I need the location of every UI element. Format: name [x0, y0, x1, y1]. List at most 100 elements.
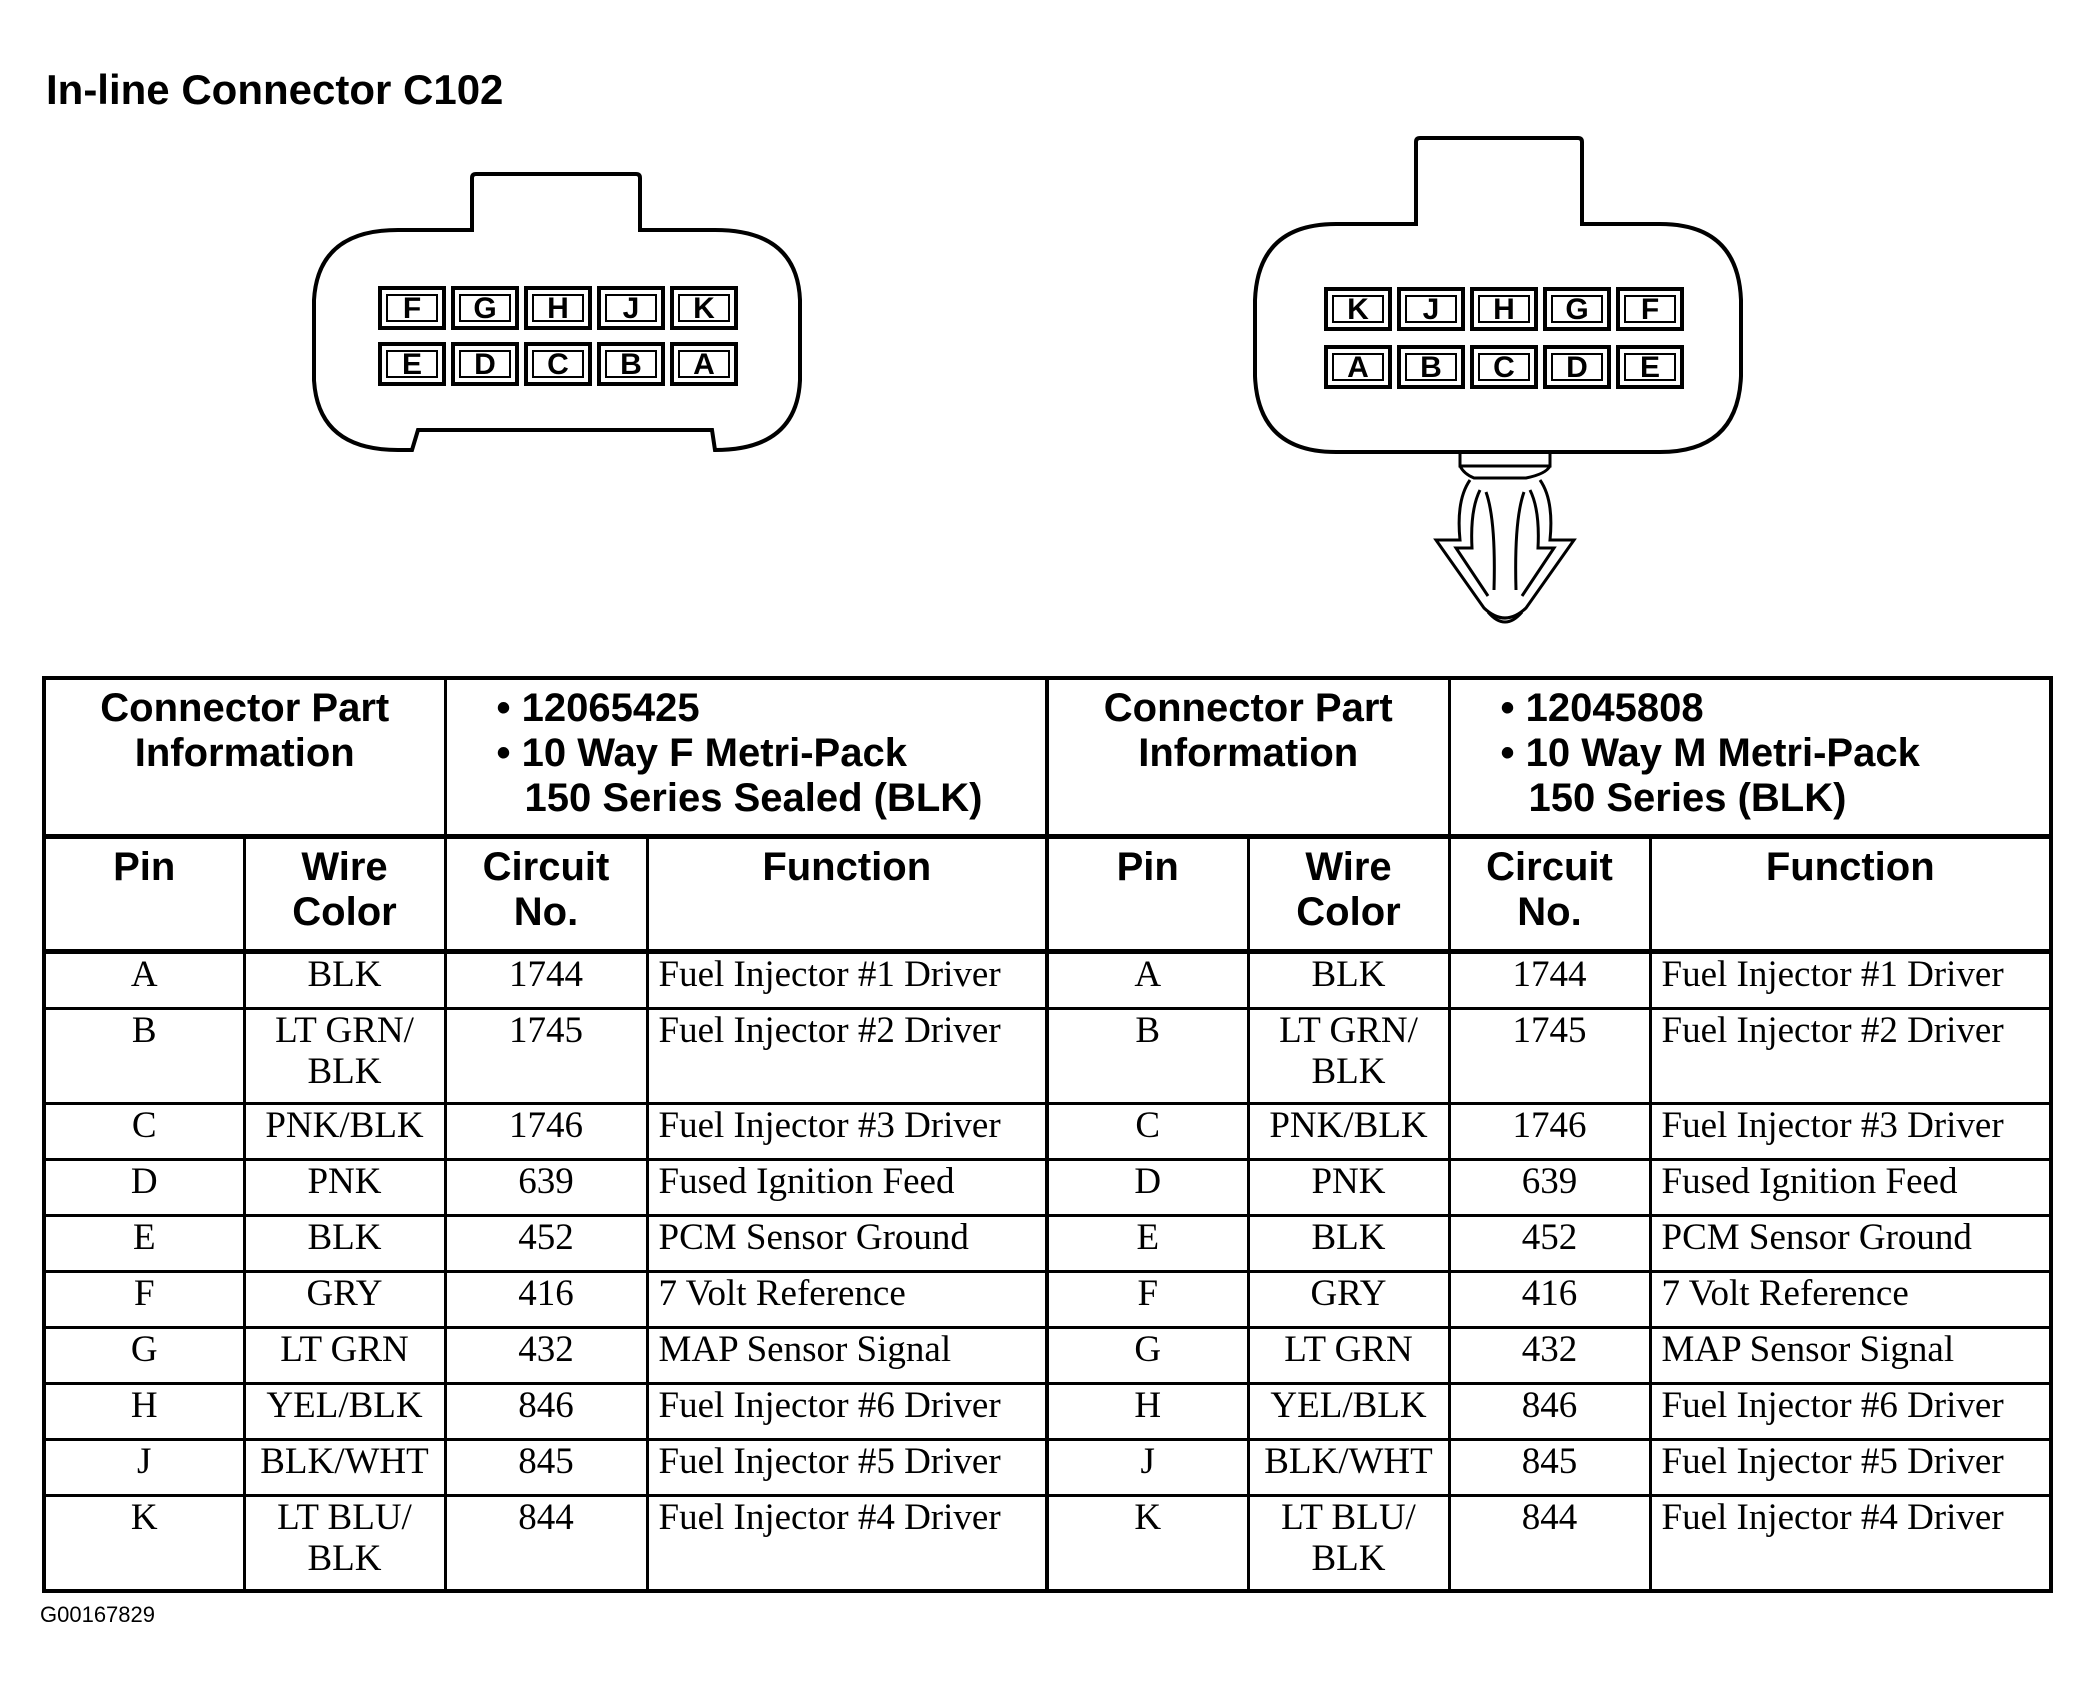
circuit-cell: 846: [1447, 1382, 1652, 1441]
wire-color-cell: PNK/BLK: [242, 1102, 447, 1161]
wire-color-cell: BLK: [242, 1214, 447, 1273]
wire-color-cell: PNK/BLK: [1246, 1102, 1451, 1161]
function-cell: Fuel Injector #1 Driver: [645, 949, 1049, 1010]
function-cell: PCM Sensor Ground: [645, 1214, 1049, 1273]
pin-label: D: [1566, 351, 1588, 384]
left-info-label: Connector Part Information: [42, 676, 447, 838]
circuit-cell: 432: [1447, 1326, 1652, 1385]
pin-cell: K: [1045, 1494, 1250, 1593]
wire-color-cell: LT GRN: [1246, 1326, 1451, 1385]
pin-cavity-A: A: [1324, 345, 1392, 389]
pin-cavity-D: D: [451, 342, 519, 386]
left-part-info: • 12065425 • 10 Way F Metri-Pack 150 Ser…: [443, 676, 1049, 838]
pin-cell: J: [42, 1438, 246, 1497]
pin-cell: C: [42, 1102, 246, 1161]
function-cell: Fuel Injector #2 Driver: [1648, 1007, 2053, 1105]
wire-color-cell: BLK/WHT: [242, 1438, 447, 1497]
wire-color-cell: GRY: [242, 1270, 447, 1329]
wire-color-cell: PNK: [242, 1158, 447, 1217]
pin-label: H: [1493, 293, 1515, 326]
pin-label: K: [693, 292, 715, 325]
right-info-label: Connector Part Information: [1045, 676, 1451, 838]
pin-label: G: [1565, 293, 1588, 326]
wire-color-cell: GRY: [1246, 1270, 1451, 1329]
pin-cell: E: [42, 1214, 246, 1273]
wire-color-cell: LT GRN: [242, 1326, 447, 1385]
pin-cavity-E: E: [1616, 345, 1684, 389]
circuit-cell: 416: [1447, 1270, 1652, 1329]
circuit-cell: 1745: [443, 1007, 649, 1105]
right-part-type: • 10 Way M Metri-Pack: [1500, 731, 1920, 775]
circuit-cell: 845: [1447, 1438, 1652, 1497]
pin-cell: B: [1045, 1007, 1250, 1105]
right-part-number: • 12045808: [1500, 686, 1704, 730]
circuit-cell: 845: [443, 1438, 649, 1497]
pin-cavity-C: C: [524, 342, 592, 386]
pin-label: B: [1420, 351, 1442, 384]
pin-cell: A: [1045, 949, 1250, 1010]
circuit-cell: 1746: [443, 1102, 649, 1161]
pin-label: F: [1641, 293, 1659, 326]
circuit-cell: 639: [1447, 1158, 1652, 1217]
pin-label: B: [620, 348, 642, 381]
function-cell: Fuel Injector #6 Driver: [1648, 1382, 2053, 1441]
pin-cavity-J: J: [597, 286, 665, 330]
wire-color-cell: BLK: [1246, 949, 1451, 1010]
function-cell: Fuel Injector #3 Driver: [1648, 1102, 2053, 1161]
left-part-type: • 10 Way F Metri-Pack: [496, 731, 907, 775]
wire-color-cell: PNK: [1246, 1158, 1451, 1217]
pin-cell: F: [42, 1270, 246, 1329]
wire-color-cell: YEL/BLK: [242, 1382, 447, 1441]
pin-label: K: [1347, 293, 1369, 326]
left-part-number: • 12065425: [496, 686, 700, 730]
header-wire-color: Wire Color: [1246, 834, 1451, 953]
circuit-cell: 1745: [1447, 1007, 1652, 1105]
pin-cavity-B: B: [1397, 345, 1465, 389]
pin-cell: B: [42, 1007, 246, 1105]
circuit-cell: 844: [443, 1494, 649, 1593]
left-part-series: 150 Series Sealed (BLK): [524, 776, 983, 820]
function-cell: Fuel Injector #4 Driver: [1648, 1494, 2053, 1593]
pin-cell: K: [42, 1494, 246, 1593]
pin-cavity-F: F: [378, 286, 446, 330]
circuit-cell: 639: [443, 1158, 649, 1217]
function-cell: PCM Sensor Ground: [1648, 1214, 2053, 1273]
header-pin: Pin: [1045, 834, 1250, 953]
pin-cavity-H: H: [524, 286, 592, 330]
pin-cell: H: [1045, 1382, 1250, 1441]
circuit-cell: 1746: [1447, 1102, 1652, 1161]
header-pin: Pin: [42, 834, 246, 953]
page-title: In-line Connector C102: [46, 66, 504, 113]
function-cell: 7 Volt Reference: [1648, 1270, 2053, 1329]
pin-cavity-A: A: [670, 342, 738, 386]
pin-cavity-G: G: [1543, 287, 1611, 331]
pin-cell: H: [42, 1382, 246, 1441]
right-part-series: 150 Series (BLK): [1528, 776, 1847, 820]
wire-color-cell: YEL/BLK: [1246, 1382, 1451, 1441]
pin-label: E: [402, 348, 422, 381]
function-cell: Fuel Injector #3 Driver: [645, 1102, 1049, 1161]
header-function: Function: [645, 834, 1049, 953]
pin-cavity-C: C: [1470, 345, 1538, 389]
pin-cell: D: [1045, 1158, 1250, 1217]
header-circuit-no: Circuit No.: [443, 834, 649, 953]
circuit-cell: 452: [443, 1214, 649, 1273]
function-cell: Fused Ignition Feed: [645, 1158, 1049, 1217]
function-cell: Fuel Injector #4 Driver: [645, 1494, 1049, 1593]
pin-label: C: [1493, 351, 1515, 384]
pin-cell: F: [1045, 1270, 1250, 1329]
pinout-table: Connector Part Information • 12065425 • …: [42, 676, 2053, 1593]
wire-color-cell: BLK/WHT: [1246, 1438, 1451, 1497]
pin-label: J: [1423, 293, 1440, 326]
pin-cavity-H: H: [1470, 287, 1538, 331]
wire-color-cell: LT GRN/ BLK: [1246, 1007, 1451, 1105]
